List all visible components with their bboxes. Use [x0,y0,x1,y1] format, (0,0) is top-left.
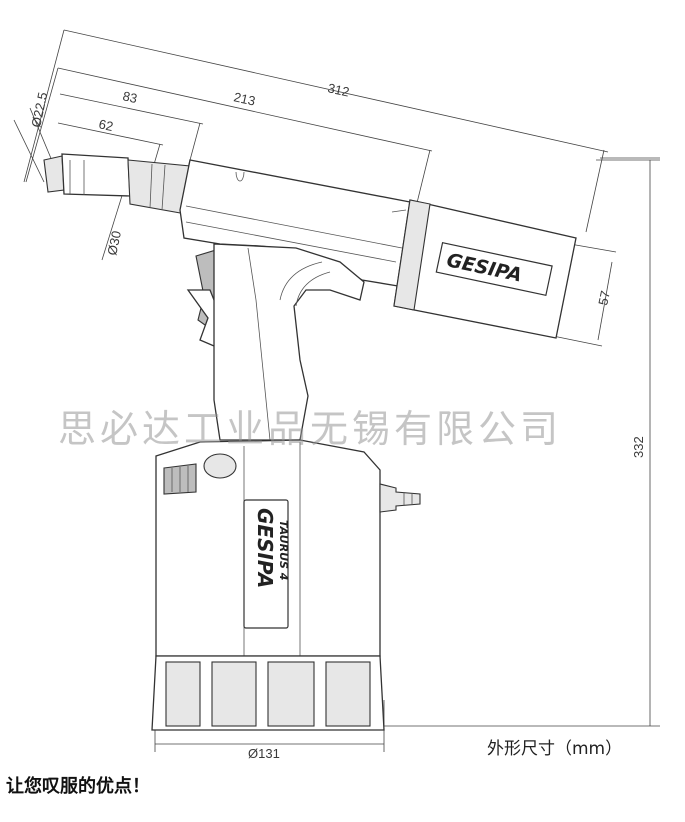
dim-overall-length: 312 [326,80,350,99]
dim-rear-diameter: 57 [595,289,613,306]
dim-nose-length: 83 [121,88,138,106]
dimension-labels: 312 213 83 62 Ø22.5 Ø30 57 332 Ø131 [28,80,646,761]
base-ribs [165,661,371,727]
unit-caption: 外形尺寸（mm） [487,739,623,759]
rivet-tool: GESIPA GESIPA TAURUS 4 [43,153,577,731]
body-logo: GESIPA TAURUS 4 [243,499,290,629]
dim-tip-length: 62 [97,116,114,134]
air-inlet [379,483,421,513]
dim-base-diameter: Ø131 [248,746,280,761]
body-logo-model: TAURUS 4 [277,520,290,580]
dim-barrel-diameter: Ø30 [104,229,124,256]
nose-tip [43,155,65,193]
dim-total-height: 332 [631,436,646,458]
body-logo-text: GESIPA [253,508,277,588]
dim-mid-length: 213 [232,89,256,108]
air-knob [203,453,237,479]
watermark: 思必达工业品无锡有限公司 [58,407,563,451]
footer-caption: 让您叹服的优点！ [6,776,150,797]
handle [213,243,365,441]
dim-tip-diameter: Ø22.5 [28,91,50,129]
